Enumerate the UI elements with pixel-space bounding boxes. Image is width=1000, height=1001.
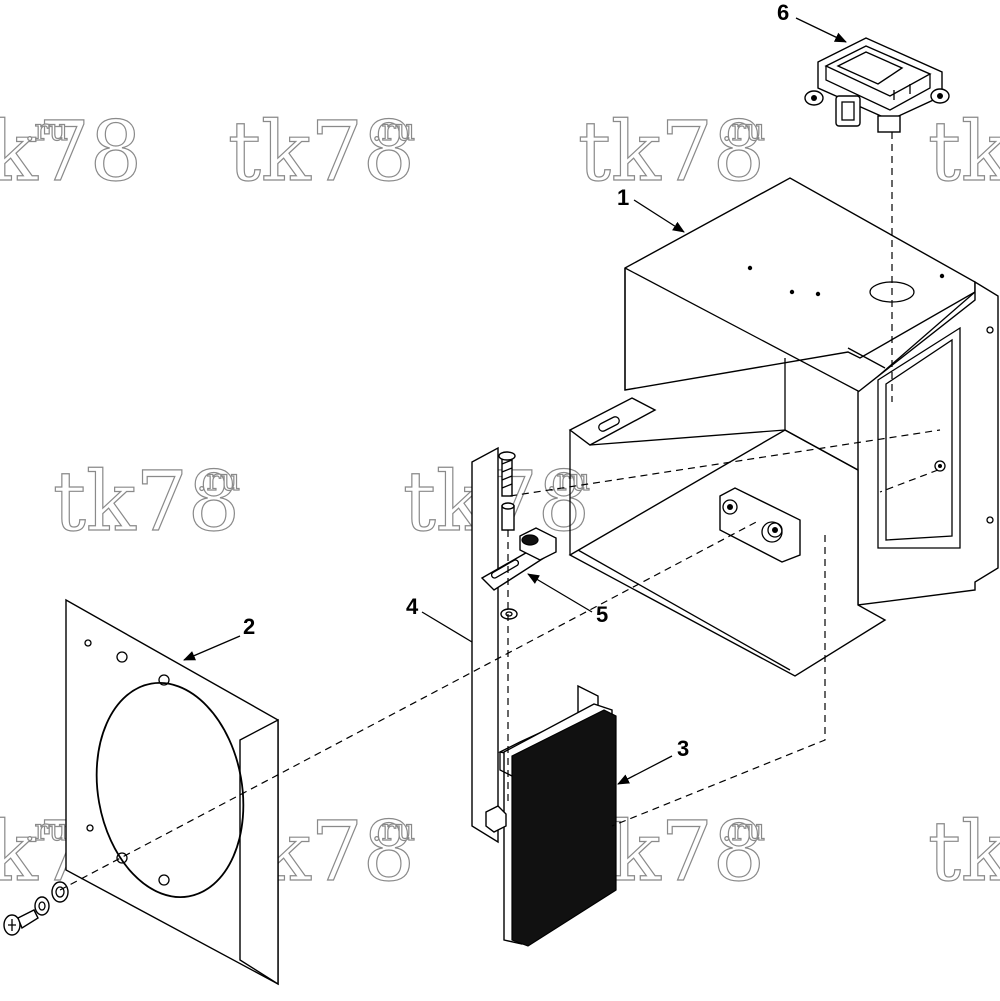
watermark: tk78 .ru — [227, 104, 415, 200]
svg-text:tk78: tk78 — [53, 455, 240, 550]
part-6-module — [804, 37, 950, 133]
svg-text:.ru: .ru — [547, 463, 590, 498]
svg-text:2: 2 — [243, 614, 255, 639]
svg-text:tk78: tk78 — [928, 105, 1000, 200]
svg-text:tk78: tk78 — [578, 105, 765, 200]
callout-2: 2 — [183, 614, 255, 661]
callout-6: 6 — [777, 0, 847, 43]
assembly-lines — [59, 132, 941, 891]
svg-text:6: 6 — [777, 0, 789, 25]
part-5-latch — [480, 451, 557, 620]
watermark: tk78 .ru — [52, 454, 240, 550]
part-3-cartridge — [485, 684, 617, 947]
svg-text:.ru: .ru — [197, 463, 240, 498]
part-1-enclosure — [568, 177, 999, 677]
part-4-side-plate — [471, 446, 499, 844]
watermark: tk78 .ru — [0, 104, 143, 200]
floor-bracket — [719, 487, 801, 563]
svg-text:.ru: .ru — [722, 113, 765, 148]
svg-text:.ru: .ru — [722, 813, 765, 848]
svg-text:5: 5 — [596, 602, 608, 627]
svg-text:tk78: tk78 — [928, 805, 1000, 900]
svg-text:1: 1 — [617, 185, 629, 210]
callout-5: 5 — [527, 573, 608, 627]
watermark: tk78 .ru — [577, 104, 765, 200]
svg-text:.ru: .ru — [25, 813, 68, 848]
watermark: tk78 — [927, 104, 1000, 200]
part-2-front-panel — [65, 598, 279, 986]
svg-text:.ru: .ru — [25, 113, 68, 148]
watermark: tk78 — [927, 804, 1000, 900]
svg-text:tk78: tk78 — [0, 105, 142, 200]
svg-text:.ru: .ru — [372, 813, 415, 848]
svg-text:tk78: tk78 — [228, 105, 415, 200]
callout-1: 1 — [617, 185, 685, 233]
svg-text:3: 3 — [677, 736, 689, 761]
svg-text:4: 4 — [406, 594, 419, 619]
svg-text:.ru: .ru — [372, 113, 415, 148]
callout-3: 3 — [617, 736, 689, 785]
screw-washers — [3, 881, 69, 936]
callout-4: 4 — [406, 594, 473, 643]
